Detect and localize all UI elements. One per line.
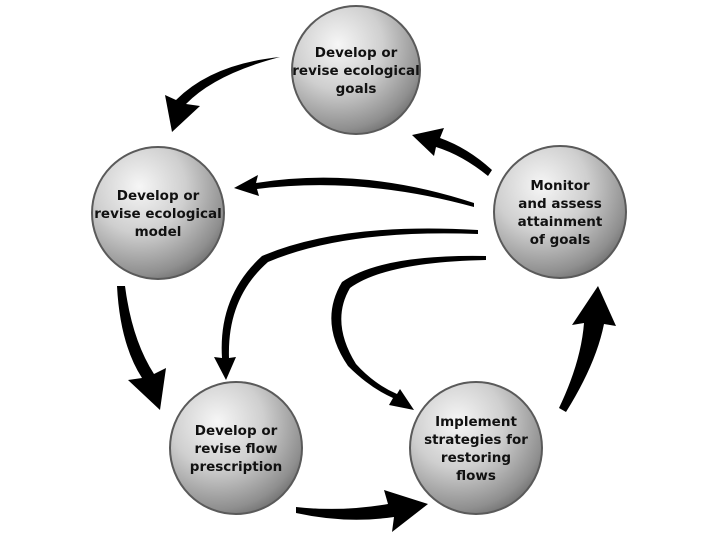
node-flow-circle (169, 381, 303, 515)
node-implement-label-line: restoring (441, 450, 511, 466)
node-goals-label-line: Develop or (315, 45, 398, 61)
node-model: Develop or revise ecological model (91, 146, 225, 280)
node-implement: Implement strategies for restoring flows (409, 381, 543, 515)
arrow-flow-to-implement (296, 490, 428, 532)
node-flow: Develop or revise flow prescription (169, 381, 303, 515)
node-monitor-label-line: and assess (518, 196, 602, 212)
node-goals: Develop or revise ecological goals (291, 5, 421, 135)
node-flow-label-line: Develop or (195, 423, 278, 439)
node-monitor-circle (493, 145, 627, 279)
node-goals-label-line: revise ecological (292, 63, 420, 79)
node-model-label-line: revise ecological (94, 206, 222, 222)
node-flow-label-line: prescription (190, 459, 282, 475)
node-monitor: Monitor and assess attainment of goals (493, 145, 627, 279)
arrows (117, 57, 616, 532)
arrow-monitor-to-model (234, 175, 474, 207)
node-model-label-line: Develop or (117, 188, 200, 204)
arrow-goals-to-model (165, 57, 280, 132)
node-monitor-label-line: Monitor (530, 178, 590, 194)
node-model-label-line: model (135, 224, 182, 240)
arrow-model-to-flow (117, 286, 166, 410)
node-goals-label-line: goals (336, 81, 377, 97)
node-implement-label-line: flows (456, 468, 496, 484)
arrow-monitor-to-goals (412, 128, 492, 176)
node-goals-circle (291, 5, 421, 135)
node-model-circle (91, 146, 225, 280)
node-implement-circle (409, 381, 543, 515)
node-implement-label-line: Implement (435, 414, 517, 430)
node-monitor-label-line: of goals (530, 232, 591, 248)
node-implement-label-line: strategies for (424, 432, 528, 448)
node-flow-label-line: revise flow (195, 441, 278, 457)
node-monitor-label-line: attainment (518, 214, 603, 230)
arrow-implement-to-monitor (559, 286, 616, 412)
